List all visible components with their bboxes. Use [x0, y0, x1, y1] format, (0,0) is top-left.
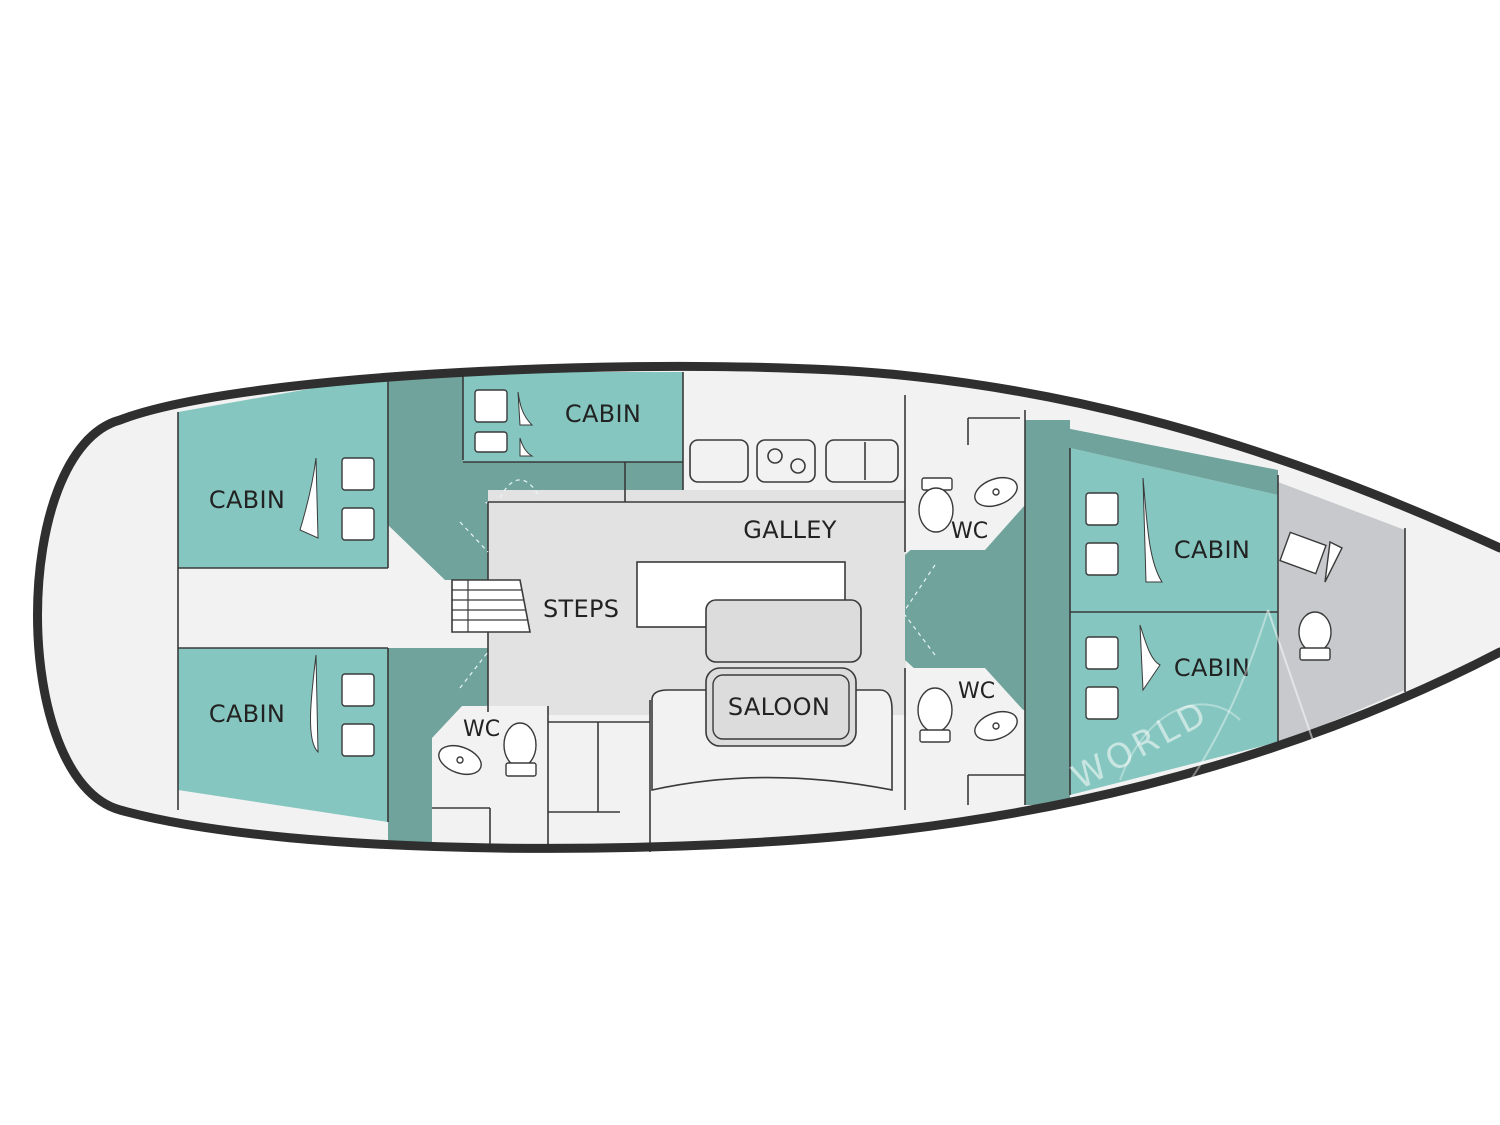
- sheet-fold-icon: [1142, 477, 1163, 583]
- pillow-icon: [341, 457, 375, 491]
- toilet-icon: [918, 476, 1018, 533]
- room-labels: CABIN CABIN CABIN CABIN CABIN GALLEY STE…: [209, 400, 1250, 742]
- aft-bulkhead-passage-port: [388, 648, 488, 849]
- door-swings: [459, 479, 936, 689]
- aft-passage: [178, 568, 478, 648]
- sheet-fold-icon: [519, 437, 534, 457]
- companionway-steps: [451, 579, 531, 633]
- label-cabin-mid: CABIN: [565, 400, 641, 428]
- label-cabin-aft-starboard: CABIN: [209, 700, 285, 728]
- saloon-table: [705, 599, 862, 663]
- label-cabin-fwd-starboard: CABIN: [1174, 654, 1250, 682]
- pillow-icon: [1085, 686, 1119, 720]
- sheet-fold-icon: [310, 654, 319, 754]
- hull-outline: [33, 361, 1500, 853]
- toilets: [438, 476, 1343, 777]
- pillow-icon: [341, 673, 375, 707]
- label-steps: STEPS: [543, 595, 619, 623]
- label-galley: GALLEY: [743, 516, 836, 544]
- saloon-furniture: [636, 561, 893, 791]
- toilet-icon: [438, 722, 537, 777]
- sheet-fold-icon: [299, 457, 319, 539]
- interior-walls: [177, 372, 1406, 852]
- fwd-passage-lower: [1025, 710, 1070, 805]
- pillow-icon: [1085, 492, 1119, 526]
- pillow-icon: [1085, 542, 1119, 576]
- pillow-icon: [341, 723, 375, 757]
- sheet-fold-icon: [517, 391, 534, 426]
- cabin-fwd-starboard: [1070, 612, 1278, 795]
- stove-burner-icon: [790, 458, 806, 474]
- label-cabin-aft-port: CABIN: [209, 486, 285, 514]
- label-cabin-fwd-port: CABIN: [1174, 536, 1250, 564]
- cabin-aft-starboard: [178, 648, 388, 822]
- cabin-fwd-port: [1070, 448, 1278, 612]
- pillow-icon: [1085, 636, 1119, 670]
- pillow-icon: [474, 389, 508, 423]
- cabin-aft-port: [178, 375, 388, 568]
- pillow-icon: [341, 507, 375, 541]
- label-wc-fwd-port: WC: [951, 519, 988, 544]
- berth-pillows: [341, 389, 1119, 757]
- stove-burner-icon: [767, 448, 783, 464]
- sheet-folds: [299, 391, 1163, 754]
- pillow-icon: [474, 431, 508, 453]
- toilet-icon: [1279, 531, 1343, 661]
- toilet-icon: [917, 687, 1018, 743]
- fwd-passage: [905, 505, 1070, 710]
- sheet-fold-icon: [1139, 624, 1161, 692]
- saloon-seat: [705, 667, 857, 747]
- label-wc-fwd-starboard: WC: [958, 679, 995, 704]
- interior: [178, 372, 1405, 849]
- galley-counter: [689, 439, 899, 483]
- label-saloon: SALOON: [728, 693, 830, 721]
- label-wc-aft: WC: [463, 717, 500, 742]
- fwd-cabin-strip-top: [1025, 420, 1278, 495]
